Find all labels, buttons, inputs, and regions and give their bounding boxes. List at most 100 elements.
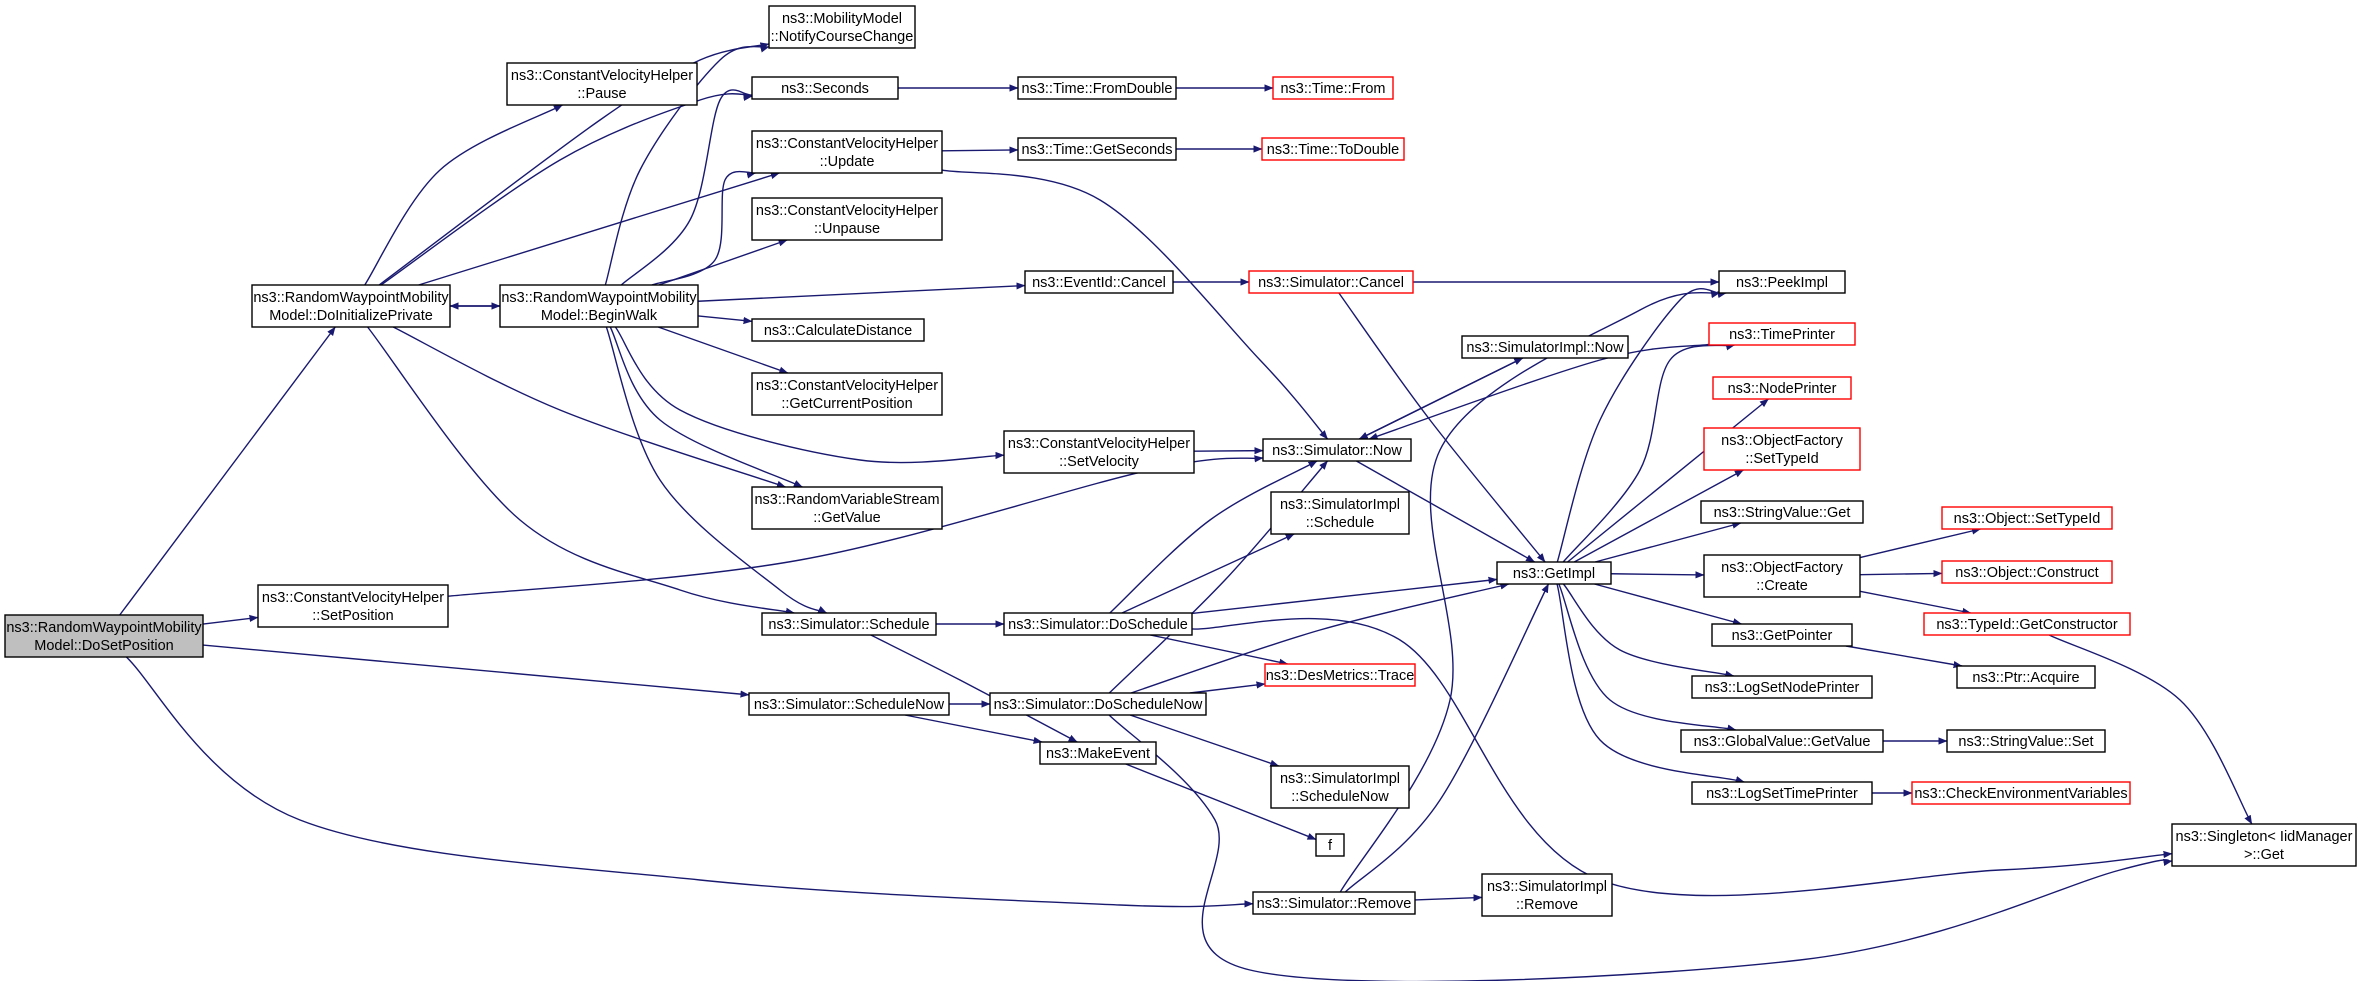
edge-doInitPriv-to-simSchedule — [367, 326, 795, 615]
node-label: ns3::GlobalValue::GetValue — [1694, 734, 1871, 750]
node-label: ns3::Simulator::DoSchedule — [1008, 617, 1188, 633]
node-box — [4, 614, 204, 658]
node-rvsGetValue[interactable]: ns3::RandomVariableStream::GetValue — [751, 486, 943, 530]
node-simSchedule[interactable]: ns3::Simulator::Schedule — [761, 612, 937, 636]
node-getPointer[interactable]: ns3::GetPointer — [1711, 623, 1853, 647]
node-timePrinter[interactable]: ns3::TimePrinter — [1708, 322, 1856, 346]
node-label: ns3::GetImpl — [1513, 566, 1595, 582]
node-box — [1911, 781, 2131, 805]
edge-getImpl-to-stringValueGet — [1594, 521, 1742, 563]
node-objConstruct[interactable]: ns3::Object::Construct — [1941, 560, 2113, 584]
edge-simSchedule-to-makeEvent — [870, 634, 1078, 743]
node-singletonGet[interactable]: ns3::Singleton< IidManager >::Get — [2171, 823, 2357, 867]
node-peekImpl[interactable]: ns3::PeekImpl — [1718, 270, 1846, 294]
node-cvhSetPos[interactable]: ns3::ConstantVelocityHelper::SetPosition — [257, 584, 449, 628]
node-label: ns3::NodePrinter — [1728, 381, 1837, 397]
node-box — [506, 62, 698, 106]
edge-cvhSetVel-to-simNow — [1193, 447, 1264, 455]
node-logSetTimePrinter[interactable]: ns3::LogSetTimePrinter — [1691, 781, 1873, 805]
node-label: ns3::ObjectFactory — [1721, 433, 1843, 449]
node-ptrAcquire[interactable]: ns3::Ptr::Acquire — [1956, 665, 2096, 689]
node-gvGetValue[interactable]: ns3::GlobalValue::GetValue — [1680, 729, 1884, 753]
node-simScheduleNow[interactable]: ns3::Simulator::ScheduleNow — [748, 692, 950, 716]
node-label: >::Get — [2244, 847, 2284, 863]
edge-ofCreate-to-objSetTypeId — [1859, 527, 1981, 559]
node-box — [1941, 506, 2113, 530]
node-logSetNodePrinter[interactable]: ns3::LogSetNodePrinter — [1691, 675, 1873, 699]
node-nodePrinter[interactable]: ns3::NodePrinter — [1712, 376, 1852, 400]
node-simImplRemove[interactable]: ns3::SimulatorImpl::Remove — [1481, 873, 1613, 917]
node-box — [1481, 873, 1613, 917]
node-box — [1270, 765, 1410, 809]
node-simRemove[interactable]: ns3::Simulator::Remove — [1252, 891, 1416, 915]
node-doInitPriv[interactable]: ns3::RandomWaypointMobilityModel::DoInit… — [251, 284, 451, 328]
node-box — [1003, 430, 1195, 474]
node-simCancel[interactable]: ns3::Simulator::Cancel — [1248, 270, 1414, 294]
edge-doInitPriv-to-cvhUpdate — [418, 172, 780, 286]
node-box — [1252, 891, 1416, 915]
node-label: ns3::Simulator::ScheduleNow — [754, 697, 945, 713]
node-cvhUnpause[interactable]: ns3::ConstantVelocityHelper::Unpause — [751, 197, 943, 241]
node-eventIdCancel[interactable]: ns3::EventId::Cancel — [1024, 270, 1174, 294]
node-ofSetTypeId[interactable]: ns3::ObjectFactory::SetTypeId — [1703, 427, 1861, 471]
node-stringValueGet[interactable]: ns3::StringValue::Get — [1700, 500, 1864, 524]
node-desMetricsTrace[interactable]: ns3::DesMetrics::Trace — [1264, 663, 1416, 687]
node-beginWalk[interactable]: ns3::RandomWaypointMobilityModel::BeginW… — [499, 284, 699, 328]
node-box — [1941, 560, 2113, 584]
node-box — [1700, 500, 1864, 524]
edge-doSetPosition-to-cvhSetPos — [202, 614, 259, 625]
node-simNow[interactable]: ns3::Simulator::Now — [1262, 438, 1412, 462]
node-f[interactable]: f — [1315, 833, 1345, 857]
node-label: ns3::MakeEvent — [1046, 746, 1150, 762]
edge-cvhUpdate-to-timeGetSeconds — [941, 146, 1019, 154]
node-label: ns3::CheckEnvironmentVariables — [1914, 786, 2127, 802]
node-timeFromDouble[interactable]: ns3::Time::FromDouble — [1017, 76, 1177, 100]
node-makeEvent[interactable]: ns3::MakeEvent — [1039, 741, 1157, 765]
edge-simRemove-to-getImpl — [1344, 583, 1550, 893]
node-seconds[interactable]: ns3::Seconds — [751, 76, 899, 100]
node-stringValueSet[interactable]: ns3::StringValue::Set — [1946, 729, 2106, 753]
node-label: ::Update — [820, 154, 875, 170]
node-simDoScheduleNow[interactable]: ns3::Simulator::DoScheduleNow — [989, 692, 1207, 716]
edge-getImpl-to-gvGetValue — [1558, 583, 1737, 732]
node-cvhSetVel[interactable]: ns3::ConstantVelocityHelper::SetVelocity — [1003, 430, 1195, 474]
node-label: ns3::SimulatorImpl — [1280, 497, 1400, 513]
node-label: ns3::Time::FromDouble — [1022, 81, 1173, 97]
node-timeToDouble[interactable]: ns3::Time::ToDouble — [1261, 137, 1405, 161]
node-objSetTypeId[interactable]: ns3::Object::SetTypeId — [1941, 506, 2113, 530]
edge-simImplNow-to-simNow — [1358, 357, 1524, 440]
node-getImpl[interactable]: ns3::GetImpl — [1496, 561, 1612, 585]
node-simDoSchedule[interactable]: ns3::Simulator::DoSchedule — [1003, 612, 1193, 636]
node-checkEnvVars[interactable]: ns3::CheckEnvironmentVariables — [1911, 781, 2131, 805]
node-box — [761, 612, 937, 636]
node-simImplSchedule[interactable]: ns3::SimulatorImpl::Schedule — [1270, 491, 1410, 535]
edge-beginWalk-to-cvhGetCur — [657, 326, 789, 374]
node-box — [1461, 335, 1629, 359]
node-box — [499, 284, 699, 328]
edge-beginWalk-to-cvhUnpause — [658, 239, 788, 286]
node-box — [1956, 665, 2096, 689]
node-typeIdGetCtor[interactable]: ns3::TypeId::GetConstructor — [1923, 612, 2131, 636]
node-label: ns3::ConstantVelocityHelper — [511, 68, 693, 84]
node-calcDist[interactable]: ns3::CalculateDistance — [751, 318, 925, 342]
edge-simScheduleNow-to-makeEvent — [904, 714, 1043, 744]
node-mmNotify[interactable]: ns3::MobilityModel::NotifyCourseChange — [768, 5, 916, 49]
edge-simDoScheduleNow-to-simNow — [1108, 460, 1329, 694]
node-simImplNow[interactable]: ns3::SimulatorImpl::Now — [1461, 335, 1629, 359]
node-cvhPause[interactable]: ns3::ConstantVelocityHelper::Pause — [506, 62, 698, 106]
node-timeFrom[interactable]: ns3::Time::From — [1272, 76, 1394, 100]
node-doSetPosition[interactable]: ns3::RandomWaypointMobilityModel::DoSetP… — [4, 614, 204, 658]
node-ofCreate[interactable]: ns3::ObjectFactory::Create — [1703, 554, 1861, 598]
node-cvhUpdate[interactable]: ns3::ConstantVelocityHelper::Update — [751, 130, 943, 174]
node-label: ns3::RandomWaypointMobility — [501, 290, 697, 306]
node-label: ns3::RandomWaypointMobility — [6, 620, 202, 636]
node-timeGetSeconds[interactable]: ns3::Time::GetSeconds — [1017, 137, 1177, 161]
node-label: ::GetValue — [813, 510, 880, 526]
edge-simRemove-to-peekImpl — [1339, 291, 1727, 893]
node-label: ns3::Time::ToDouble — [1267, 142, 1399, 158]
node-label: ::GetCurrentPosition — [781, 396, 912, 412]
node-box — [1946, 729, 2106, 753]
node-simImplScheduleNow[interactable]: ns3::SimulatorImpl::ScheduleNow — [1270, 765, 1410, 809]
edge-beginWalk-to-calcDist — [697, 315, 753, 325]
node-cvhGetCur[interactable]: ns3::ConstantVelocityHelper::GetCurrentP… — [751, 372, 943, 416]
